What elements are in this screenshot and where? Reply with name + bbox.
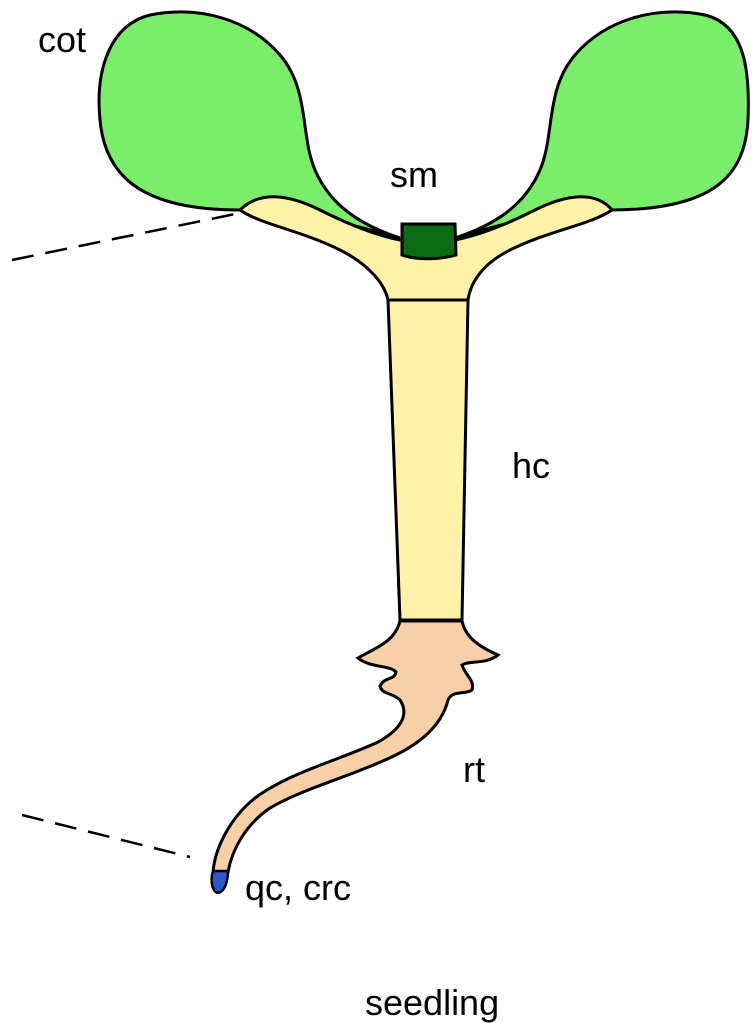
label-root: rt: [463, 752, 485, 788]
root: [213, 621, 498, 872]
root-tip: [212, 871, 228, 893]
label-cotyledon: cot: [38, 22, 86, 58]
label-hypocotyl: hc: [512, 448, 550, 484]
hypocotyl: [240, 197, 612, 620]
shoot-meristem: [402, 224, 456, 259]
caption: seedling: [365, 985, 499, 1021]
upper-dashed-guide-line: [12, 213, 240, 260]
lower-dashed-guide-line: [22, 815, 190, 857]
label-shoot-meristem: sm: [390, 157, 438, 193]
label-root-tip: qc, crc: [245, 870, 351, 906]
cotyledons: [99, 12, 748, 238]
